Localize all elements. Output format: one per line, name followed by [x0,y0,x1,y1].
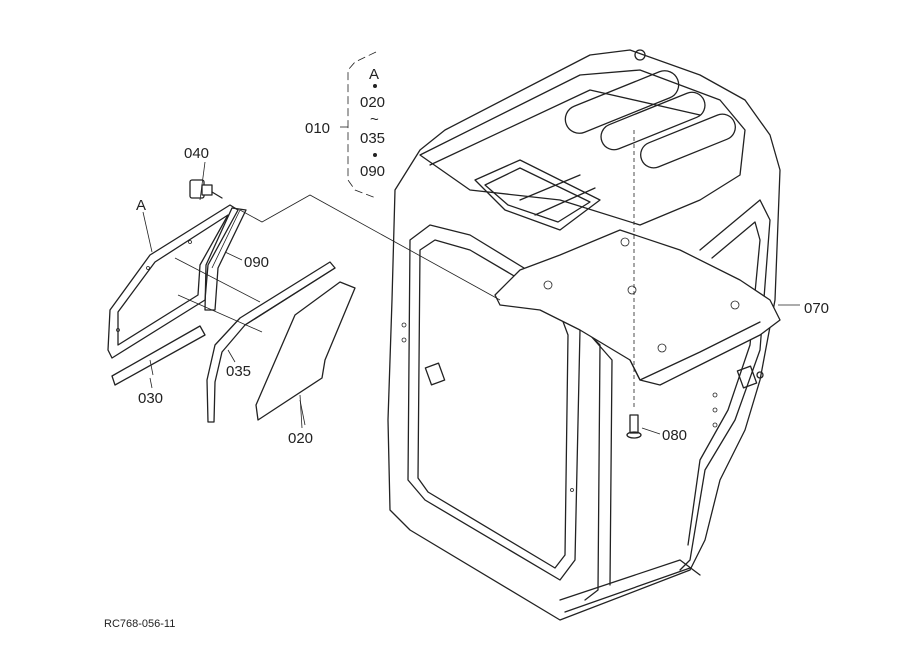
label-090: 090 [244,254,269,271]
bolt-080 [626,130,661,439]
assembly-from: 020 [360,94,385,111]
roof-vents [564,70,736,169]
glass-panel-020 [255,281,356,426]
label-020: 020 [288,430,313,447]
seal-strip-090 [204,207,247,311]
seal-035 [206,261,336,423]
mounting-plate [494,229,781,386]
knob-040 [189,179,223,199]
drawing-code: RC768-056-11 [104,618,175,630]
assembly-ref: A [369,66,379,83]
label-070: 070 [804,300,829,317]
leader-lines [142,51,800,429]
rubber-strip-030 [111,325,206,386]
label-040: 040 [184,145,209,162]
window-sash [107,204,239,359]
assembly-tilde: ~ [370,111,379,128]
label-080: 080 [662,427,687,444]
label-detail-a: A [136,197,146,214]
label-010: 010 [305,120,330,137]
assembly-to: 035 [360,130,385,147]
label-035: 035 [226,363,251,380]
cab-frame [387,49,781,621]
label-030: 030 [138,390,163,407]
assembly-extra: 090 [360,163,385,180]
